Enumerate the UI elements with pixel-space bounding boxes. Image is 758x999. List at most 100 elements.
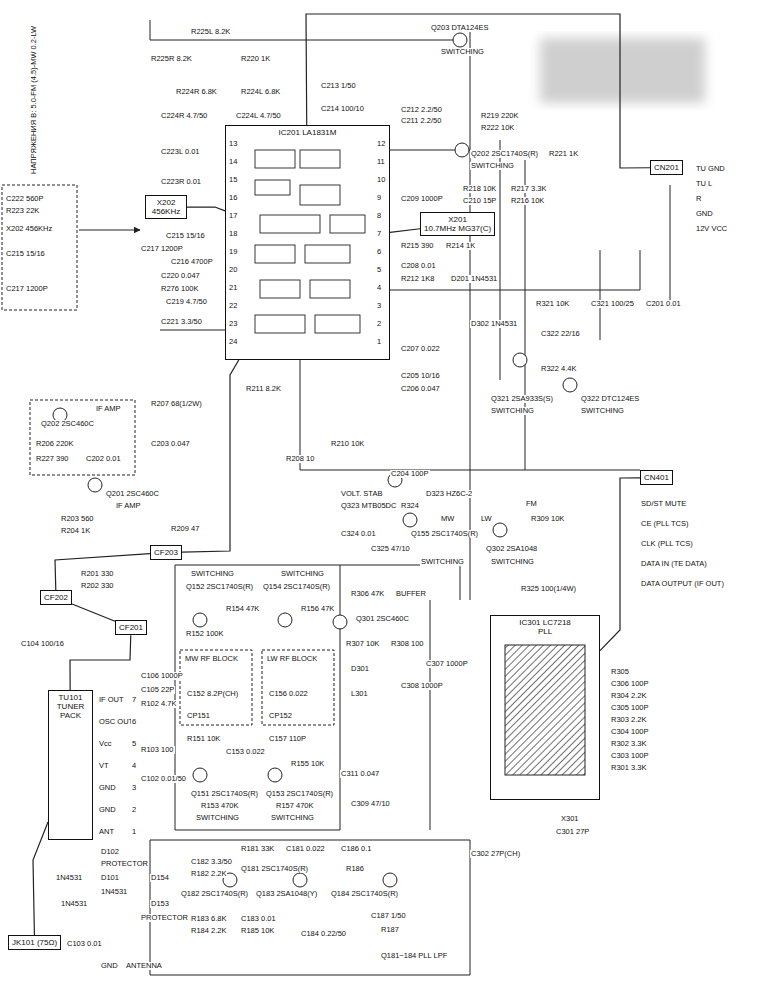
component-label: C224R 4.7/50 xyxy=(160,112,208,120)
component-label: R322 4.4K xyxy=(540,365,577,373)
component-box: IC301 LC7218PLL xyxy=(490,615,600,800)
component-label: R303 2.2K xyxy=(610,716,647,724)
component-label: GND xyxy=(695,210,714,218)
component-label: C322 22/16 xyxy=(540,330,581,338)
component-label: C214 100/10 xyxy=(320,105,365,113)
component-label: C217 1200P xyxy=(140,245,184,253)
component-label: Q202 2SC460C xyxy=(40,420,95,428)
component-label: SWITCHING xyxy=(440,48,485,56)
component-label: 24 xyxy=(228,338,238,346)
component-label: 15 xyxy=(228,176,238,184)
component-label: R225L 8.2K xyxy=(190,28,231,36)
component-label: R184 2.2K xyxy=(190,927,227,935)
component-label: R208 10 xyxy=(285,455,315,463)
component-box: JK101 (75Ω) xyxy=(8,935,61,950)
component-label: C156 0.022 xyxy=(268,690,309,698)
component-label: C181 0.022 xyxy=(285,845,326,853)
component-label: C208 0.01 xyxy=(400,262,437,270)
part-name: TUNER PACK xyxy=(52,702,89,720)
component-label: R219 220K xyxy=(480,112,520,120)
component-box: CF202 xyxy=(40,590,72,605)
component-label: C325 47/10 xyxy=(370,545,411,553)
component-label: C106 1000P xyxy=(140,672,184,680)
component-label: 19 xyxy=(228,248,238,256)
component-label: C221 3.3/50 xyxy=(160,318,203,326)
component-label: R207 68(1/2W) xyxy=(150,400,203,408)
component-label: D302 1N4531 xyxy=(470,320,518,328)
component-label: 23 xyxy=(228,320,238,328)
component-label: SWITCHING xyxy=(190,570,235,578)
component-label: C182 3.3/50 xyxy=(190,858,233,866)
component-label: D201 1N4531 xyxy=(450,275,498,283)
part-name: CF201 xyxy=(119,623,143,632)
component-label: TU L xyxy=(695,180,713,188)
component-label: MW xyxy=(440,515,455,523)
component-label: C104 100/16 xyxy=(20,640,65,648)
component-box: IC201 LA1831M xyxy=(225,125,390,360)
component-label: R227 390 xyxy=(35,455,70,463)
component-label: R182 2.2K xyxy=(190,870,227,878)
component-label: C309 47/10 xyxy=(350,800,391,808)
component-label: SWITCHING xyxy=(270,814,315,822)
component-label: GND xyxy=(98,784,117,792)
component-label: DATA IN (TE DATA) xyxy=(640,560,708,568)
component-label: D101 xyxy=(100,874,120,882)
component-label: C206 0.047 xyxy=(400,385,441,393)
wire-connector xyxy=(306,14,650,168)
component-label: C324 0.01 xyxy=(340,530,377,538)
component-label: Q153 2SC1740S(R) xyxy=(265,790,334,798)
component-label: SD/ST MUTE xyxy=(640,500,687,508)
component-label: C302 27P(CH) xyxy=(470,850,521,858)
component-label: IF AMP xyxy=(115,502,142,510)
component-label: OSC OUT xyxy=(98,718,134,726)
component-label: R214 1K xyxy=(445,242,476,250)
ic-internal-block xyxy=(255,150,365,333)
wire-connector xyxy=(55,554,150,590)
component-label: Q183 2SA1048(Y) xyxy=(255,890,318,898)
component-label: ANT xyxy=(98,828,115,836)
component-label: Q182 2SC1740S(R) xyxy=(180,890,249,898)
component-label: R224R 6.8K xyxy=(175,88,218,96)
component-label: X301 xyxy=(560,815,580,823)
component-label: R324 xyxy=(400,502,420,510)
component-label: MW RF BLOCK xyxy=(184,655,239,663)
component-label: 6 xyxy=(376,248,382,256)
component-label: Q301 2SC460C xyxy=(355,615,410,623)
part-name: IC201 LA1831M xyxy=(229,128,386,137)
component-label: CP151 xyxy=(186,712,211,720)
component-label: SWITCHING xyxy=(490,558,535,566)
component-label: Vcc xyxy=(98,740,113,748)
component-label: R186 xyxy=(345,865,365,873)
component-label: Q155 2SC1740S(R) xyxy=(410,530,479,538)
component-label: R153 470K xyxy=(200,802,240,810)
component-label: 9 xyxy=(376,194,382,202)
component-label: R217 3.3K xyxy=(510,185,547,193)
component-label: R187 xyxy=(380,926,400,934)
component-label: FM xyxy=(525,500,538,508)
part-name: X201 xyxy=(424,215,491,224)
part-name: JK101 (75Ω) xyxy=(12,938,57,947)
component-label: C212 2.2/50 xyxy=(400,106,443,114)
component-label: D102 xyxy=(100,848,120,856)
component-label: C223R 0.01 xyxy=(160,178,202,186)
component-label: Q323 MTB05DC xyxy=(340,502,397,510)
component-label: 12 xyxy=(376,140,386,148)
component-label: C224L 4.7/50 xyxy=(235,112,282,120)
component-label: R204 1K xyxy=(60,527,91,535)
part-name: TU101 xyxy=(52,693,89,702)
component-label: C204 100P xyxy=(390,470,430,478)
component-label: C205 10/16 xyxy=(400,372,441,380)
component-label: C157 110P xyxy=(268,735,307,743)
component-label: 17 xyxy=(228,212,238,220)
component-label: R218 10K xyxy=(462,185,497,193)
component-label: PROTECTOR xyxy=(140,914,189,922)
component-label: C216 4700P xyxy=(170,258,214,266)
component-label: R102 4.7K xyxy=(140,700,177,708)
component-label: 4 xyxy=(131,762,137,770)
component-label: 20 xyxy=(228,266,238,274)
wire-connector xyxy=(72,604,115,621)
component-label: R225R 8.2K xyxy=(150,55,193,63)
component-label: R222 10K xyxy=(480,124,515,132)
component-label: R185 10K xyxy=(240,927,275,935)
